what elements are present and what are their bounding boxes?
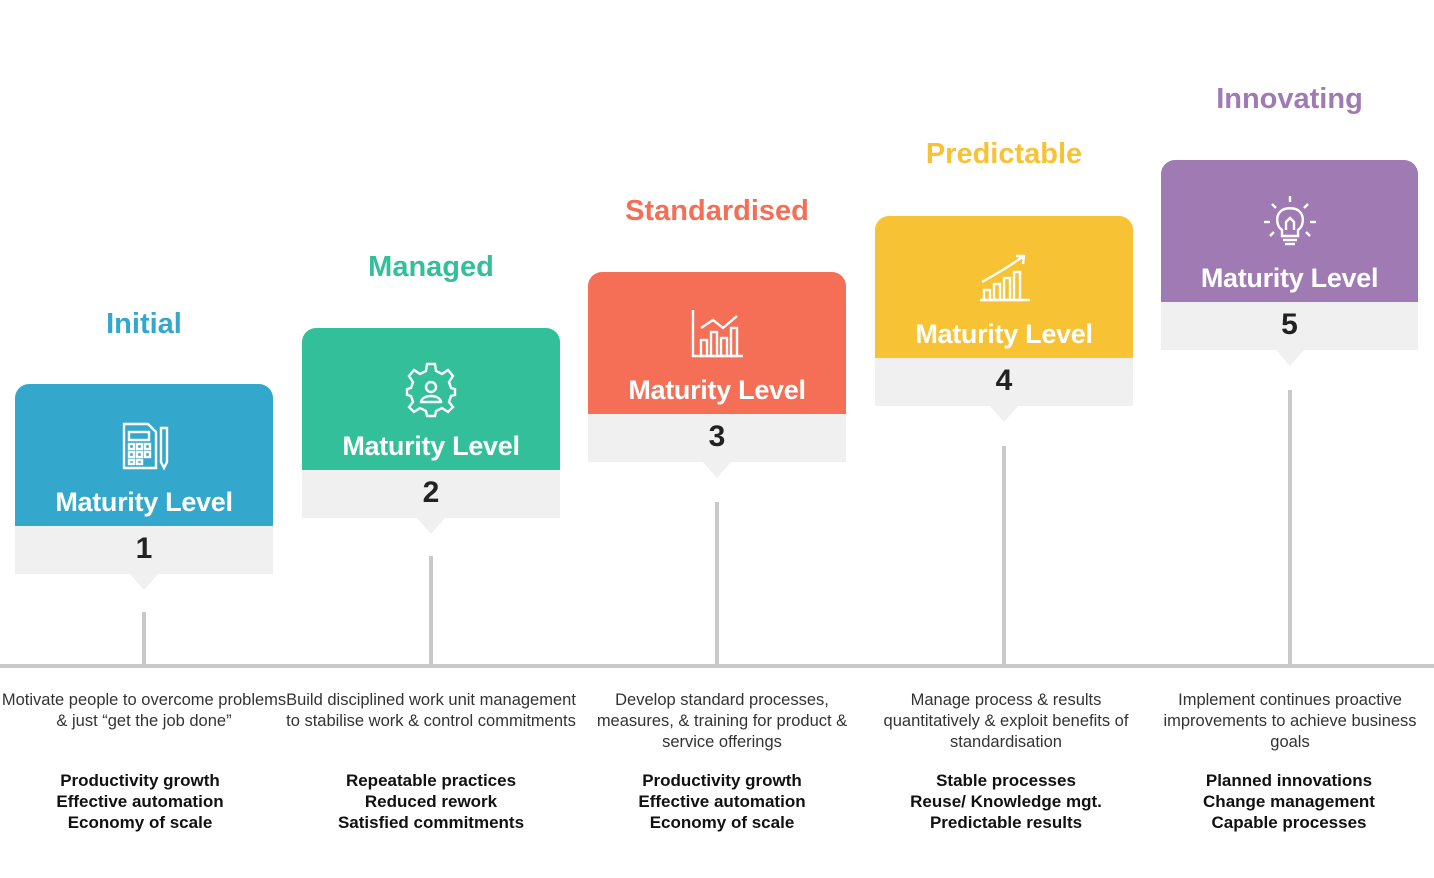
card-pointer bbox=[1275, 350, 1304, 366]
benefit-item: Economy of scale bbox=[67, 813, 213, 832]
level-4-benefits: Stable processes Reuse/ Knowledge mgt. P… bbox=[861, 770, 1151, 833]
card-header: Maturity Level bbox=[302, 328, 560, 470]
card-pointer bbox=[417, 518, 445, 534]
level-3-benefits: Productivity growth Effective automation… bbox=[577, 770, 867, 833]
level-1-stem bbox=[142, 612, 146, 666]
level-1-benefits: Productivity growth Effective automation… bbox=[0, 770, 285, 833]
level-title: Innovating bbox=[1216, 83, 1363, 115]
number-area: 3 bbox=[588, 414, 846, 462]
benefit-item: Stable processes bbox=[936, 771, 1076, 790]
level-2: Managed Maturity Level 2 bbox=[302, 251, 560, 551]
benefit-item: Reduced rework bbox=[364, 792, 498, 811]
card-label: Maturity Level bbox=[915, 319, 1093, 349]
card-header: Maturity Level bbox=[15, 384, 273, 526]
number-area: 1 bbox=[15, 526, 273, 574]
benefit-item: Productivity growth bbox=[642, 771, 802, 790]
level-number: 2 bbox=[422, 476, 440, 509]
level-5-stem bbox=[1288, 390, 1292, 666]
benefit-item: Reuse/ Knowledge mgt. bbox=[910, 792, 1102, 811]
benefit-item: Economy of scale bbox=[649, 813, 795, 832]
benefit-item: Change management bbox=[1203, 792, 1375, 811]
level-title: Standardised bbox=[625, 195, 809, 227]
level-4-stem bbox=[1002, 446, 1006, 666]
card-pointer bbox=[130, 574, 158, 590]
level-2-description: Build disciplined work unit management t… bbox=[286, 691, 576, 730]
number-area: 2 bbox=[302, 470, 560, 518]
level-3-stem bbox=[715, 502, 719, 666]
bar-chart-icon bbox=[689, 306, 745, 362]
card-label: Maturity Level bbox=[1200, 263, 1379, 293]
benefit-item: Repeatable practices bbox=[345, 771, 517, 790]
gear-person-icon bbox=[403, 362, 459, 418]
level-3-description: Develop standard processes, measures, & … bbox=[596, 691, 848, 751]
baseline bbox=[0, 664, 1434, 668]
level-5-description: Implement continues proactive improvemen… bbox=[1163, 691, 1417, 751]
level-5-benefits: Planned innovations Change management Ca… bbox=[1144, 770, 1434, 833]
level-2-stem bbox=[429, 556, 433, 666]
card-label: Maturity Level bbox=[55, 487, 233, 517]
level-5: Innovating Maturity Level 5 bbox=[1161, 83, 1418, 383]
card-header: Maturity Level bbox=[1161, 160, 1418, 302]
number-area: 5 bbox=[1161, 302, 1418, 350]
number-area: 4 bbox=[875, 358, 1133, 406]
benefit-item: Predictable results bbox=[929, 813, 1083, 832]
level-title: Managed bbox=[368, 251, 494, 283]
card-header: Maturity Level bbox=[588, 272, 846, 414]
benefit-item: Planned innovations bbox=[1205, 771, 1373, 790]
benefit-item: Satisfied commitments bbox=[337, 813, 525, 832]
card-label: Maturity Level bbox=[628, 375, 806, 405]
level-title: Predictable bbox=[925, 138, 1083, 170]
card-pointer bbox=[990, 406, 1018, 422]
benefit-item: Capable processes bbox=[1211, 813, 1367, 832]
level-number: 4 bbox=[995, 364, 1013, 397]
card-header: Maturity Level bbox=[875, 216, 1133, 358]
level-4-description: Manage process & results quantitatively … bbox=[883, 691, 1129, 751]
level-title: Initial bbox=[106, 308, 182, 340]
growth-chart-icon bbox=[976, 250, 1032, 306]
benefit-item: Productivity growth bbox=[60, 771, 220, 790]
level-2-benefits: Repeatable practices Reduced rework Sati… bbox=[286, 770, 576, 833]
level-number: 5 bbox=[1281, 308, 1298, 341]
card-label: Maturity Level bbox=[342, 431, 520, 461]
benefit-item: Effective automation bbox=[56, 792, 224, 811]
level-number: 1 bbox=[135, 532, 153, 565]
level-1: Initial Maturity Level 1 bbox=[15, 308, 273, 608]
level-3: Standardised Maturity Level 3 bbox=[588, 195, 846, 495]
level-1-description: Motivate people to overcome problems & j… bbox=[1, 691, 287, 730]
level-4: Predictable Maturity Level 4 bbox=[875, 138, 1133, 438]
lightbulb-icon bbox=[1262, 194, 1318, 250]
card-pointer bbox=[703, 462, 731, 478]
benefit-item: Effective automation bbox=[638, 792, 806, 811]
calculator-document-icon bbox=[116, 418, 172, 474]
level-number: 3 bbox=[708, 420, 726, 453]
